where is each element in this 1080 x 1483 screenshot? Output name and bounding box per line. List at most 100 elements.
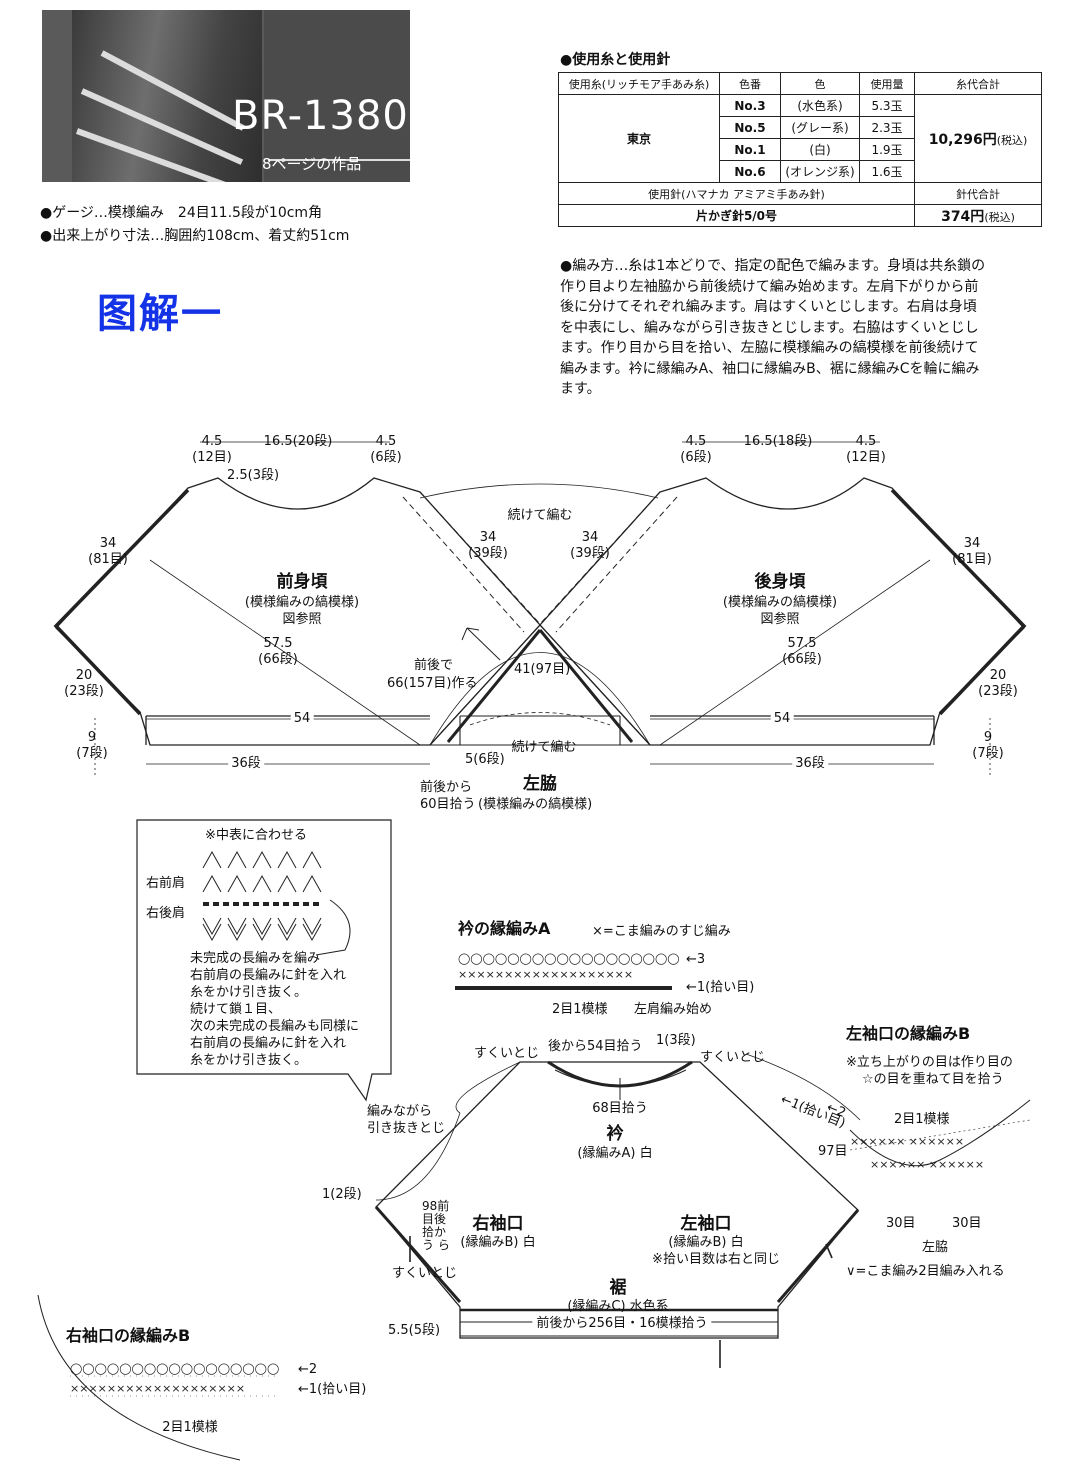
dim-front-rib: 9 — [87, 730, 97, 745]
dim-back-top-left: 4.5 — [685, 434, 707, 449]
dim-front-inner: 34 — [479, 530, 497, 545]
row-color: (オレンジ系) — [780, 160, 860, 183]
side-gusset-title: 左脇 — [523, 774, 557, 794]
dim-back-rows: 36段 — [792, 756, 828, 772]
back-diagonal — [659, 559, 931, 746]
lcuff-count-97: 97目 — [818, 1144, 848, 1159]
needle-total: 374円 — [941, 208, 985, 225]
note-align: ※中表に合わせる — [205, 828, 307, 843]
slip-join-label-2: 引き抜きとじ — [367, 1121, 446, 1136]
note-box-outline — [136, 819, 392, 1102]
lsleeve-title: 左袖口 — [680, 1214, 732, 1234]
rsleeve-title: 右袖口 — [472, 1214, 524, 1234]
dim-back-rib: 9 — [983, 730, 993, 745]
slip-join-label-1: 編みながら — [367, 1104, 433, 1119]
th-amount: 使用量 — [859, 72, 915, 95]
front-body-sub2: 図参照 — [282, 612, 322, 627]
row-amount: 1.6玉 — [859, 160, 915, 183]
front-body-sub1: (模様編みの縞模様) — [244, 595, 360, 610]
dim-front-side: 34 — [99, 536, 117, 551]
neck-rows-label: 1(3段) — [656, 1033, 696, 1048]
rcuff-title: 右袖口の縁編みB — [66, 1326, 191, 1345]
dim-front-rib-sub: (7段) — [76, 746, 108, 761]
lcuff-note-1: ※立ち上がりの目は作り目の — [846, 1055, 1013, 1070]
work-page-label: 8ページの作品 — [262, 155, 362, 173]
continue-bottom-label: 続けて編む — [511, 740, 577, 755]
rcuff-row-2-stitches: ◯◯◯◯◯◯◯◯◯◯◯◯◯◯◯◯◯ — [70, 1362, 279, 1375]
back-body-title: 後身頃 — [754, 572, 806, 592]
hem-pick-label: 前後から256目・16模様拾う — [532, 1316, 712, 1332]
dim-front-lower-sub: (23段) — [64, 684, 104, 699]
dim-back-top-right-sub: (12目) — [846, 450, 886, 465]
dim-back-inner-sub: (39段) — [570, 546, 610, 561]
dim-front-top-right: 4.5 — [375, 434, 397, 449]
note-right-front: 右前肩 — [146, 876, 186, 891]
dim-back-top-right: 4.5 — [855, 434, 877, 449]
dim-back-lower: 20 — [989, 668, 1007, 683]
hem-title: 裾 — [609, 1278, 627, 1298]
collar-legend: ×=こま編みのすじ編み — [592, 924, 731, 939]
model-code: BR-13806 — [232, 93, 436, 139]
dim-front-side-sub: (81目) — [88, 552, 128, 567]
pick-68-label: 68目拾う — [592, 1101, 648, 1116]
dim-front-width: 54 — [290, 711, 314, 727]
pickup-label-1: 前後から — [420, 780, 473, 795]
row-amount: 1.9玉 — [859, 138, 915, 161]
dim-back-top-left-sub: (6段) — [680, 450, 712, 465]
sc-increase-icon: ∨ — [846, 1264, 856, 1279]
diagram-label: 图解一 — [97, 291, 223, 337]
lcuff-stitches-2: ×××××× ×××××× — [870, 1158, 984, 1171]
dim-back-diag-sub: (66段) — [782, 652, 822, 667]
rcuff-row-1: ←1(拾い目) — [298, 1382, 367, 1397]
collar-row-3: ←3 — [686, 952, 706, 967]
needle-total-cell: 374円(税込) — [914, 204, 1042, 227]
collar-row-1: ←1(拾い目) — [686, 980, 755, 995]
lsleeve-note: ※拾い目数は右と同じ — [652, 1252, 780, 1267]
front-body-title: 前身頃 — [276, 572, 328, 592]
dim-front-top-right-sub: (6段) — [370, 450, 402, 465]
lcuff-title: 左袖口の縁編みB — [846, 1024, 971, 1043]
whip-stitch-label-2: すくいとじ — [700, 1050, 766, 1065]
collar-row-2-stitches: ××××××××××××××××××× — [458, 968, 633, 981]
dim-back-side: 34 — [963, 536, 981, 551]
pickup-label-2: 60目拾う — [420, 797, 476, 812]
neck-pickup-label: 後から54目拾う — [548, 1039, 643, 1054]
dim-back-side-sub: (81目) — [952, 552, 992, 567]
note-line: 右前肩の長編みに針を入れ — [190, 968, 347, 983]
dim-gusset-depth: 5(6段) — [465, 752, 505, 767]
collar-start: 左肩編み始め — [634, 1002, 713, 1017]
note-line: 次の未完成の長編みも同様に — [190, 1019, 360, 1034]
method-line: ●編み方…糸は1本どりで、指定の配色で編みます。身頃は共糸鎖の — [560, 258, 986, 274]
note-line: 糸をかけ引き抜く。 — [190, 985, 308, 1000]
dim-front-top-left-sub: (12目) — [192, 450, 232, 465]
collar-title: 衿 — [606, 1124, 624, 1144]
method-line: ます。作り目から目を拾い、左脇に模様編みの縞模様を前後続けて — [560, 340, 979, 356]
dim-front-top-left: 4.5 — [201, 434, 223, 449]
finished-size-spec: ●出来上がり寸法…胸囲約108cm、着丈約51cm — [40, 228, 350, 244]
note-line: 右前肩の長編みに針を入れ — [190, 1036, 347, 1051]
method-text: ●編み方…糸は1本どりで、指定の配色で編みます。身頃は共糸鎖の 作り目より左袖脇… — [560, 256, 1050, 400]
needle-tax: (税込) — [984, 210, 1015, 224]
title-panel — [264, 10, 410, 182]
rcuff-row-1-stitches: ××××××××××××××××××× — [70, 1382, 245, 1395]
hem-height-label: 5.5(5段) — [388, 1323, 441, 1338]
lcuff-count-30b: 30目 — [952, 1216, 982, 1231]
dim-front-diag-sub: (66段) — [258, 652, 298, 667]
back-body-sub1: (模様編みの縞模様) — [722, 595, 838, 610]
garment-photo — [42, 10, 410, 182]
collar-chart-title: 衿の縁編みA — [458, 919, 551, 938]
lcuff-legend: ∨=こま編み2目編み入れる — [846, 1264, 1005, 1279]
title-rule — [268, 159, 410, 161]
lcuff-note-2: ☆の目を重ねて目を拾う — [862, 1072, 1004, 1087]
lsleeve-sub: (縁編みB) 白 — [668, 1235, 744, 1250]
side-gusset — [428, 624, 652, 746]
rcuff-row-2: ←2 — [298, 1362, 318, 1377]
single-crochet-back-loop-icon: × — [592, 924, 603, 939]
method-line: ます。 — [560, 381, 601, 397]
dim-front-diag: 57.5 — [263, 636, 293, 651]
dim-front-top-mid: 16.5(20段) — [263, 434, 333, 449]
dim-back-inner: 34 — [581, 530, 599, 545]
front-rib — [145, 715, 430, 745]
gauge-spec: ●ゲージ…模様編み 24目11.5段が10cm角 — [40, 205, 323, 221]
